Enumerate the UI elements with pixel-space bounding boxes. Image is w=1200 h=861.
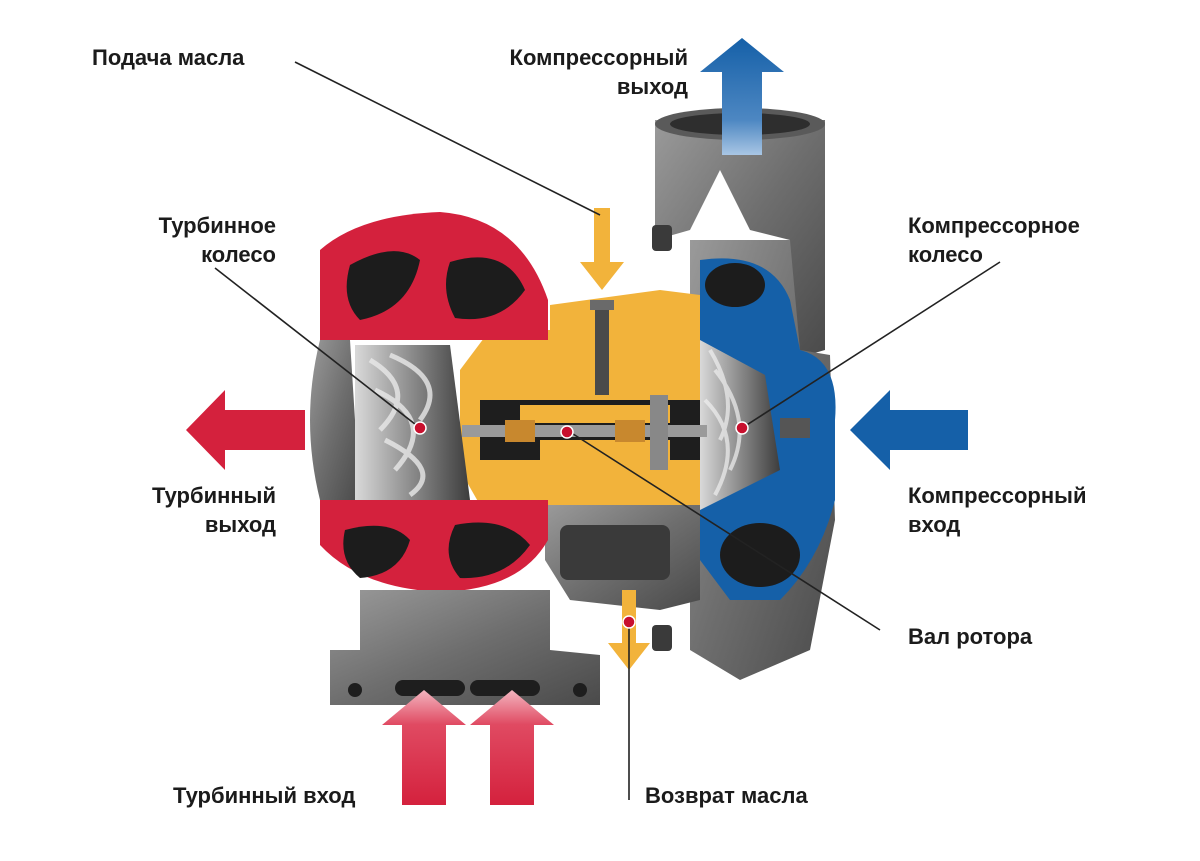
label-rotor-shaft: Вал ротора — [908, 624, 1033, 649]
label-compressor-inlet: Компрессорный вход — [908, 483, 1087, 537]
leader-oil-supply — [294, 61, 601, 216]
turbine-inlet-arrow-left — [382, 690, 466, 805]
markers — [413, 421, 749, 629]
label-oil-supply: Подача масла — [92, 45, 245, 70]
marker-oil-return — [622, 615, 636, 629]
marker-turbine-wheel — [413, 421, 427, 435]
label-turbine-inlet: Турбинный вход — [173, 783, 356, 808]
bolts — [652, 225, 672, 651]
turbine-inlet-arrow-right — [470, 690, 554, 805]
label-oil-return: Возврат масла — [645, 783, 808, 808]
compressor-housing — [690, 240, 836, 680]
leader-compressor-wheel — [741, 261, 1001, 429]
leader-turbine-wheel — [214, 267, 421, 429]
marker-compressor-wheel — [735, 421, 749, 435]
compressor-outlet-arrow — [700, 38, 784, 155]
label-turbine-outlet: Турбинный выход — [152, 483, 276, 537]
leader-rotor-shaft — [569, 431, 881, 631]
compressor-inlet-arrow — [850, 390, 968, 470]
marker-rotor-shaft — [560, 425, 574, 439]
turbine-outlet-arrow — [186, 390, 305, 470]
label-turbine-wheel: Турбинное колесо — [158, 213, 276, 267]
rotor-shaft — [462, 395, 707, 470]
oil-supply-arrow — [580, 208, 624, 290]
label-compressor-outlet: Компрессорный выход — [509, 45, 688, 99]
turbine-housing — [310, 212, 548, 592]
lower-housing — [545, 505, 700, 610]
turbine-inlet-flange — [330, 590, 600, 705]
label-compressor-wheel: Компрессорное колесо — [908, 213, 1080, 267]
leader-lines — [214, 61, 1001, 800]
